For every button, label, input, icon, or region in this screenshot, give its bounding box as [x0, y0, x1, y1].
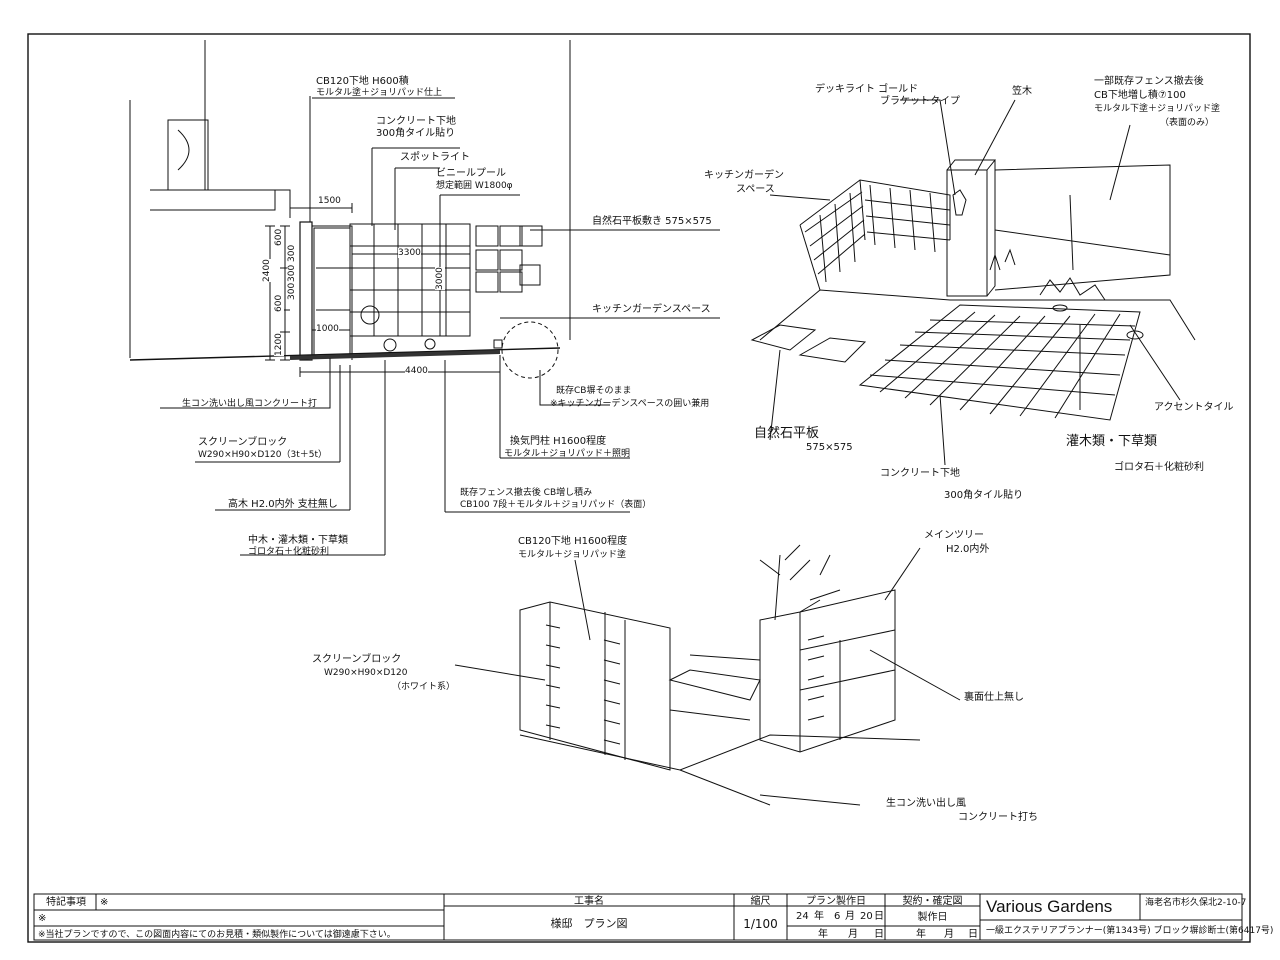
tb-certification: 一級エクステリアプランナー(第1343号) ブロック塀診断士(第6417号)	[986, 926, 1274, 936]
plan-label-kitchen-garden: キッチンガーデンスペース	[592, 304, 711, 315]
tb-draft-day: 20	[860, 911, 873, 922]
dim-300-bottom: 300	[287, 282, 297, 300]
tb-project-label: 工事名	[574, 896, 604, 907]
p1-label-post: 笠木	[1012, 86, 1032, 97]
plan-label-cb-finish: モルタル塗＋ジョリパッド仕上	[316, 88, 443, 98]
p1-label-kitchen-garden: キッチンガーデン	[704, 170, 784, 181]
p1-label-shrubs-gravel: ゴロタ石＋化粧砂利	[1114, 462, 1204, 473]
plan-label-cb-wall: CB120下地 H600積	[316, 76, 409, 87]
p1-label-neighbor-surface: （表面のみ）	[1160, 118, 1215, 128]
dim-3000: 3000	[435, 267, 445, 290]
tb-special-mark: ※	[100, 897, 109, 908]
plan-label-shrubs: 中木・灌木類・下草類	[248, 535, 348, 546]
p2-label-main-tree-height: H2.0内外	[946, 544, 990, 555]
p2-label-screen-size: W290×H90×D120	[324, 668, 408, 678]
tb-scale: 1/100	[743, 917, 778, 931]
tb-made-year-unit: 年	[916, 929, 926, 940]
title-block-lines	[33, 893, 1243, 941]
sheet-border	[27, 33, 1251, 943]
plan-label-shrubs-gravel: ゴロタ石＋化粧砂利	[248, 547, 330, 557]
tb-project-name: 様邸 プラン図	[550, 917, 628, 930]
p2-label-cb-finish: モルタル＋ジョリパッド塗	[518, 550, 627, 560]
perspective-1	[750, 99, 1196, 466]
dim-4400: 4400	[405, 366, 428, 376]
p2-label-screen-color: （ホワイト系）	[392, 682, 456, 692]
plan-label-spotlight: スポットライト	[400, 152, 470, 163]
p2-label-wash-concrete-2: コンクリート打ち	[958, 812, 1038, 823]
p1-label-neighbor-finish: モルタル下塗＋ジョリパッド塗	[1094, 104, 1221, 114]
dim-1200: 1200	[274, 333, 284, 356]
plan-label-tall-tree: 高木 H2.0内外 支柱無し	[228, 499, 338, 510]
plan-label-screen-block-size: W290×H90×D120（3t＋5t）	[198, 450, 327, 460]
plan-label-vinyl-pool: ビニールプール	[436, 168, 506, 179]
p1-label-tile-300: 300角タイル貼り	[944, 490, 1024, 501]
plan-label-tile-300: 300角タイル貼り	[376, 128, 456, 139]
p2-label-main-tree: メインツリー	[924, 530, 984, 541]
p1-label-deck-light: デッキライト ゴールド	[815, 84, 919, 95]
p1-label-shrubs: 灌木類・下草類	[1066, 434, 1158, 449]
p1-label-deck-light-type: ブラケットタイプ	[880, 96, 960, 107]
plan-label-pool-range: 想定範囲 W1800φ	[436, 181, 513, 191]
plan-label-door-post: 換気門柱 H1600程度	[510, 436, 607, 447]
dim-600-top: 600	[274, 228, 284, 246]
plan-label-concrete-base: コンクリート下地	[376, 116, 456, 127]
tb-company-name: Various Gardens	[986, 897, 1113, 916]
tb-made-month-unit: 月	[944, 929, 954, 940]
tb-draft-month: 6	[834, 911, 841, 922]
dim-3300: 3300	[398, 248, 421, 258]
plan-label-neighbor-wall: 既存フェンス撤去後 CB増し積み	[460, 488, 593, 498]
tb-draft-day-unit: 日	[874, 911, 884, 922]
plan-view	[129, 40, 720, 556]
tb-made-day-unit: 日	[968, 929, 978, 940]
tb-mark-2: ※	[38, 913, 47, 924]
persp1-tiles	[858, 304, 1141, 421]
plan-label-screen-block: スクリーンブロック	[198, 437, 288, 448]
tb-draft-year-unit: 年	[814, 911, 824, 922]
tb-rev-day-unit: 日	[874, 929, 884, 940]
plan-label-existing-cb: 既存CB塀そのまま	[556, 386, 632, 396]
tb-rev-year-unit: 年	[818, 929, 828, 940]
p1-label-concrete-base: コンクリート下地	[880, 468, 960, 479]
tb-contract-label: 契約・確定図	[902, 896, 963, 907]
tb-rev-month-unit: 月	[848, 929, 858, 940]
p2-label-cb: CB120下地 H1600程度	[518, 536, 628, 547]
dim-300-mid: 300	[287, 264, 297, 282]
tb-draft-month-unit: 月	[845, 911, 855, 922]
plan-label-wash-concrete: 生コン洗い出し風コンクリート打	[182, 399, 318, 409]
p1-label-accent-tile: アクセントタイル	[1154, 402, 1234, 413]
plan-label-neighbor-wall-spec: CB100 7段＋モルタル＋ジョリパッド（表面）	[460, 500, 652, 510]
tb-disclaimer: ※当社プランですので、この図面内容にてのお見積・類似製作については御遠慮下さい。	[38, 930, 396, 940]
p1-label-neighbor-cb: CB下地増し積⑦100	[1094, 90, 1186, 101]
tb-draft-year: 24	[796, 911, 809, 922]
p1-label-kitchen-space: スペース	[736, 184, 775, 195]
tb-made-label: 製作日	[917, 912, 948, 923]
p1-label-natural-stone: 自然石平板	[754, 426, 820, 441]
p2-label-screen-block: スクリーンブロック	[312, 654, 402, 665]
plan-label-existing-cb-note: ※キッチンガーデンスペースの囲い兼用	[550, 399, 710, 409]
tb-draft-label: プラン製作日	[806, 896, 866, 907]
perspective-2	[454, 544, 961, 806]
dim-2400: 2400	[262, 259, 272, 282]
tb-scale-label: 縮尺	[750, 896, 771, 907]
plan-label-natural-stone: 自然石平板敷き 575×575	[592, 216, 712, 227]
p2-label-back-unfinished: 裏面仕上無し	[964, 692, 1024, 703]
tb-special-label: 特記事項	[46, 897, 86, 908]
dim-1000: 1000	[316, 324, 339, 334]
dim-600-bottom: 600	[274, 294, 284, 312]
p2-label-wash-concrete: 生コン洗い出し風	[886, 798, 966, 809]
plan-label-door-post-finish: モルタル＋ジョリパッド＋照明	[504, 449, 631, 459]
tb-company-address: 海老名市杉久保北2-10-7	[1145, 898, 1247, 908]
p1-label-neighbor-fence: 一部既存フェンス撤去後	[1094, 76, 1204, 87]
dim-300-top: 300	[287, 244, 297, 262]
p1-label-stone-size: 575×575	[806, 442, 853, 453]
dim-1500: 1500	[318, 196, 341, 206]
tile-grid	[349, 223, 471, 337]
